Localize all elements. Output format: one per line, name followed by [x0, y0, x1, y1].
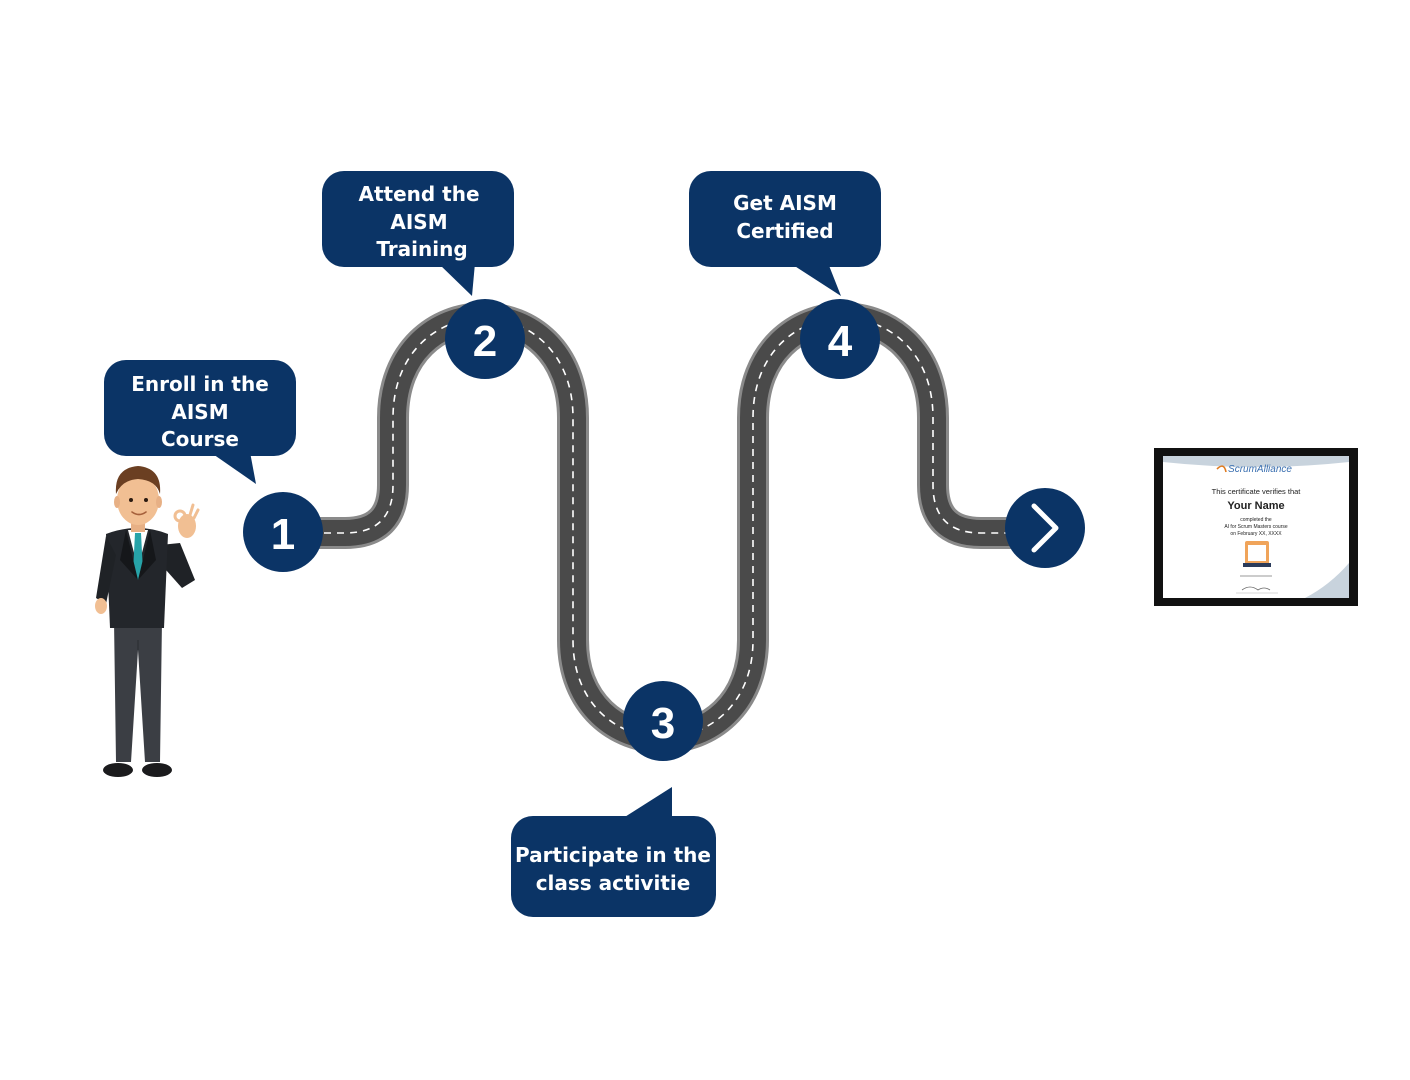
scrumalliance-logo: ScrumAlliance	[1216, 464, 1292, 475]
step-number-1: 1	[271, 510, 295, 559]
certificate-badge	[1243, 541, 1271, 567]
certificate-paper	[1163, 456, 1349, 598]
callout-step-2-line-3: Training	[376, 237, 467, 261]
certificate-line-2: AI for Scrum Masters course	[1224, 524, 1288, 530]
callout-step-1-line-1: Enroll in the	[131, 372, 269, 396]
callout-step-2-line-1: Attend the	[358, 182, 479, 206]
step-number-3: 3	[651, 699, 675, 748]
step-marker-2: 2	[445, 299, 525, 379]
road	[285, 302, 1045, 754]
step-number-4: 4	[828, 317, 853, 366]
next-arrow-button[interactable]	[1005, 488, 1085, 568]
chevron-right-icon	[1031, 503, 1059, 553]
certificate-brand: ScrumAlliance	[1228, 464, 1292, 475]
callout-step-3-line-2: class activitie	[536, 871, 691, 895]
step-number-2: 2	[473, 317, 497, 366]
certificate-line-1: completed the	[1240, 517, 1272, 523]
step-marker-1: 1	[243, 492, 323, 572]
callout-step-4-line-2: Certified	[736, 219, 833, 243]
certificate-line-3: on February XX, XXXX	[1230, 531, 1282, 537]
callout-step-2: Attend the AISM Training	[322, 171, 514, 296]
callout-step-1: Enroll in the AISM Course	[104, 360, 296, 484]
callout-step-3: Participate in the class activitie	[511, 787, 716, 917]
callout-step-1-line-3: Course	[161, 427, 239, 451]
callout-step-4-line-1: Get AISM	[733, 191, 837, 215]
certificate-name: Your Name	[1227, 500, 1284, 512]
certificate-verifies: This certificate verifies that	[1212, 487, 1302, 496]
step-marker-3: 3	[623, 681, 703, 761]
signature	[1241, 586, 1271, 591]
certificate: ScrumAlliance This certificate verifies …	[1154, 448, 1358, 606]
step-marker-4: 4	[800, 299, 880, 379]
callout-step-3-line-1: Participate in the	[515, 843, 711, 867]
callout-step-1-line-2: AISM	[171, 400, 228, 424]
businessman-illustration	[95, 466, 200, 777]
callout-step-4: Get AISM Certified	[689, 171, 881, 296]
callout-step-2-line-2: AISM	[390, 210, 447, 234]
